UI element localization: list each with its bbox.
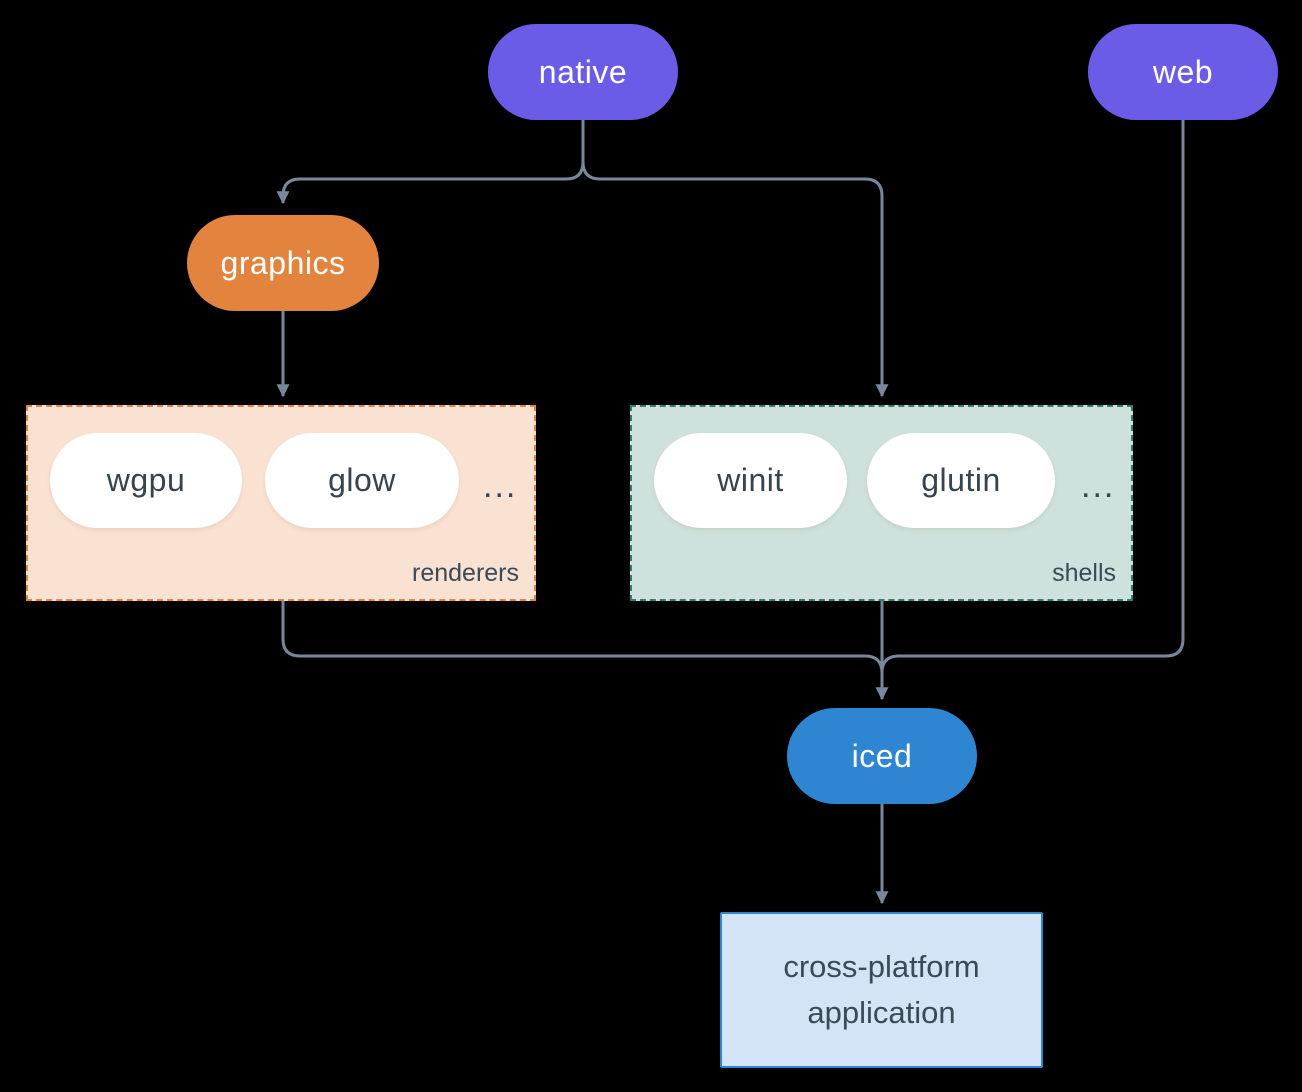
node-glutin-label: glutin xyxy=(921,462,1001,498)
node-application-label: cross-platform application xyxy=(783,948,980,1031)
node-wgpu: wgpu xyxy=(50,433,242,528)
node-native-label: native xyxy=(538,53,628,90)
edge-native-shells xyxy=(581,120,889,398)
renderers-group-label: renderers xyxy=(412,559,519,587)
shells-ellipsis: ... xyxy=(1081,467,1116,505)
edge-native-graphics xyxy=(276,120,585,205)
node-native: native xyxy=(488,24,678,120)
node-glow: glow xyxy=(265,433,459,528)
node-glutin: glutin xyxy=(867,433,1055,528)
node-web-label: web xyxy=(1152,53,1214,90)
node-cross-platform-application: cross-platform application xyxy=(720,912,1043,1068)
node-web: web xyxy=(1088,24,1278,120)
node-wgpu-label: wgpu xyxy=(106,462,186,498)
node-glow-label: glow xyxy=(328,462,396,498)
renderers-ellipsis: ... xyxy=(483,467,518,505)
shells-group-label: shells xyxy=(1052,559,1116,587)
group-renderers: wgpu glow ... renderers xyxy=(26,405,536,601)
node-winit-label: winit xyxy=(717,462,784,498)
node-graphics-label: graphics xyxy=(220,244,346,281)
node-iced: iced xyxy=(787,708,977,804)
node-graphics: graphics xyxy=(187,215,379,311)
node-iced-label: iced xyxy=(851,737,913,774)
edge-web-merge xyxy=(880,120,1185,674)
edge-renderers-merge xyxy=(281,601,884,674)
node-winit: winit xyxy=(654,433,847,528)
group-shells: winit glutin ... shells xyxy=(630,405,1133,601)
